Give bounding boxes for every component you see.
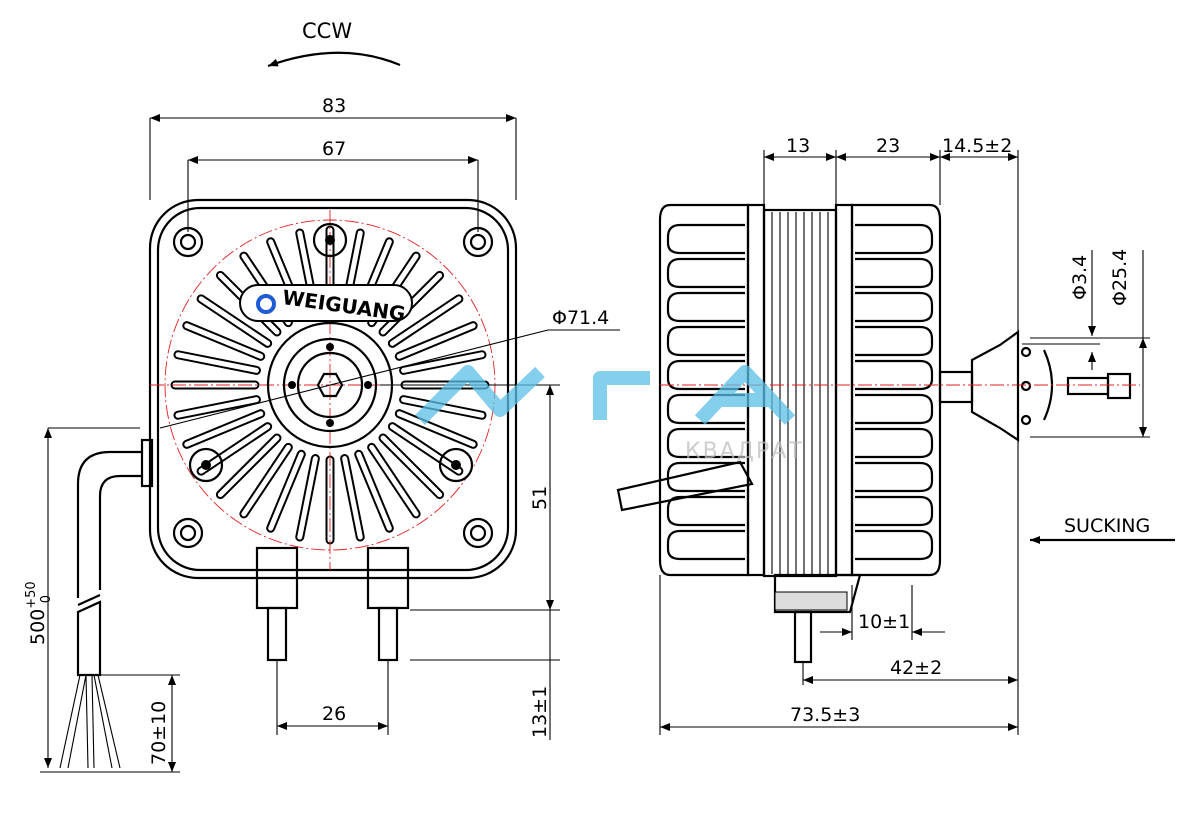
rotation-label: CCW: [302, 19, 352, 43]
dim-bracket-length: 42±2: [890, 657, 942, 679]
rib: [198, 296, 271, 346]
fin: [855, 325, 934, 357]
fin: [666, 257, 745, 289]
rib: [356, 451, 392, 531]
rib: [268, 451, 304, 531]
rib: [369, 444, 419, 517]
rib: [175, 352, 259, 373]
dim-terminal-length: 13±1: [529, 686, 551, 738]
side-front-fins: [658, 203, 750, 577]
watermark: КВАДРАТ: [415, 365, 804, 464]
mount-holes: [172, 222, 494, 549]
fin: [855, 495, 934, 527]
fin: [666, 325, 745, 357]
brand-logo-icon: [256, 294, 276, 314]
dim-ring-diameter: Φ71.4: [552, 307, 609, 329]
watermark-text: КВАДРАТ: [685, 439, 804, 464]
fin: [666, 393, 745, 425]
dim-terminal-spacing: 26: [322, 703, 346, 725]
side-view: 13 23 14.5±2 Φ25.4 Φ3.4 SUCKING 10±1 42±…: [616, 135, 1175, 735]
rib: [198, 424, 271, 474]
rib: [389, 424, 462, 474]
fan-hub: [970, 329, 1020, 443]
fin: [666, 427, 745, 459]
fin: [666, 223, 745, 255]
rib: [401, 352, 485, 373]
front-view: WEIGUANG 83 67 Φ71.4 51 13±1 26 500+500: [24, 95, 620, 773]
fin: [855, 461, 934, 493]
fin: [855, 257, 934, 289]
rib: [175, 397, 259, 418]
rib: [396, 323, 476, 359]
dim-lead-length: 70±10: [148, 701, 170, 765]
rib: [184, 323, 264, 359]
dim-hub-diameter: Φ25.4: [1109, 249, 1131, 306]
rib: [342, 456, 363, 540]
rib: [389, 296, 462, 346]
fin: [855, 291, 934, 323]
dim-bracket-offset: 10±1: [858, 611, 910, 633]
shaft-nut: [316, 372, 344, 398]
dim-cable-length: 500+500: [24, 581, 54, 645]
fin: [855, 529, 934, 561]
fin: [666, 495, 745, 527]
rib: [297, 456, 318, 540]
dim-shaft-height: 51: [529, 486, 551, 510]
fin: [855, 359, 934, 391]
watermark-logo: [415, 365, 796, 425]
dim-overall-depth: 73.5±3: [790, 704, 860, 726]
rib: [380, 435, 443, 498]
fin: [666, 291, 745, 323]
fin: [666, 529, 745, 561]
dim-shaft-diameter: Φ3.4: [1069, 255, 1091, 300]
fin: [855, 223, 934, 255]
fin: [855, 393, 934, 425]
fin: [855, 427, 934, 459]
rib: [241, 444, 291, 517]
dim-stator: 23: [876, 135, 900, 157]
dim-mount-spacing: 67: [322, 138, 346, 160]
dim-overall-width: 83: [322, 95, 346, 117]
rotation-arrow-icon: [267, 51, 401, 68]
fin: [666, 359, 745, 391]
dim-front-section: 13: [786, 135, 810, 157]
airflow-label: SUCKING: [1064, 515, 1150, 537]
rib: [184, 411, 264, 447]
rib: [401, 397, 485, 418]
rib: [217, 435, 280, 498]
rib: [396, 411, 476, 447]
dim-shaft-ext: 14.5±2: [942, 135, 1012, 157]
stator: [762, 208, 838, 578]
